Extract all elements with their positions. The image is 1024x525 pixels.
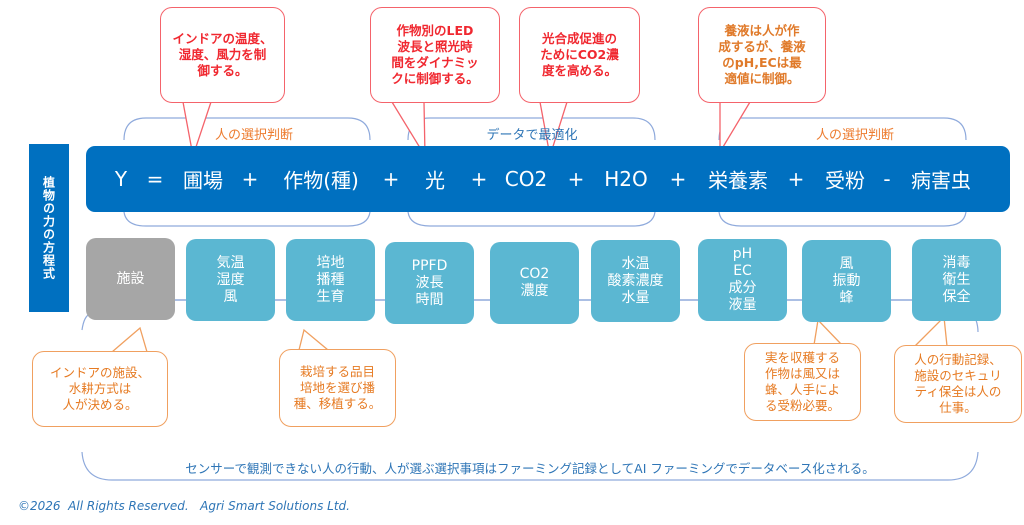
eq-op: + [787,167,805,191]
eq-op: + [382,167,400,191]
group-label-human-choice: 人の選択判断 [214,128,293,143]
factor-box-facility: 施設 [86,238,175,320]
eq-term: CO2 [504,167,548,191]
eq-term-y: Y [114,167,128,191]
copyright-footer: ©2026 All Rights Reserved. Agri Smart So… [18,499,350,513]
callout-security: 人の行動記録、 施設のセキュリ ティ保全は人の 仕事。 [894,345,1022,423]
callout-nutrient-control: 養液は人が作 成するが、養液 のpH,ECは最 適値に制御。 [698,7,826,103]
factor-box-nutrient: pH EC 成分 液量 [698,239,787,321]
group-label-data-optimize: データで最適化 [486,128,578,143]
callout-led-control: 作物別のLED 波長と照光時 間をダイナミッ クに制御する。 [370,7,500,103]
callout-pollination: 実を収穫する 作物は風又は 蜂、人手によ る受粉必要。 [744,343,861,421]
eq-term: 光 [425,168,445,193]
callout-co2-control: 光合成促進の ためにCO2濃 度を高める。 [519,7,640,103]
factor-box-water: 水温 酸素濃度 水量 [591,240,680,322]
eq-op: + [567,167,585,191]
eq-op: - [883,167,891,191]
callout-planting: 栽培する品目 培地を選び播 種、移植する。 [279,349,396,427]
eq-op: + [241,167,259,191]
eq-op: + [470,167,488,191]
eq-term: 病害虫 [911,168,971,193]
equation-bar: Y = 圃場 + 作物(種) + 光 + CO2 + H2O + 栄養素 + 受… [86,146,1010,212]
factor-box-medium: 培地 播種 生育 [286,239,375,321]
bottom-note: センサーで観測できない人の行動、人が選ぶ選択事項はファーミング記録としてAI フ… [185,461,875,476]
factor-box-co2: CO2 濃度 [490,242,579,324]
eq-term: 圃場 [183,168,223,193]
factor-box-hygiene: 消毒 衛生 保全 [912,239,1001,321]
factor-box-climate: 気温 湿度 風 [186,239,275,321]
eq-op: = [146,167,164,191]
factor-box-light: PPFD 波長 時間 [385,242,474,324]
group-label-human-choice: 人の選択判断 [815,128,894,143]
factor-box-pollination: 風 振動 蜂 [802,240,891,322]
eq-term: H2O [604,167,648,191]
callout-climate-control: インドアの温度、 湿度、風力を制 御する。 [160,7,285,103]
eq-op: + [669,167,687,191]
eq-term: 受粉 [825,168,865,193]
equation-side-label: 植物の力の方程式 [29,144,69,312]
eq-term: 栄養素 [708,168,768,193]
callout-facility: インドアの施設、 水耕方式は 人が決める。 [32,351,168,427]
eq-term: 作物(種) [283,168,359,193]
